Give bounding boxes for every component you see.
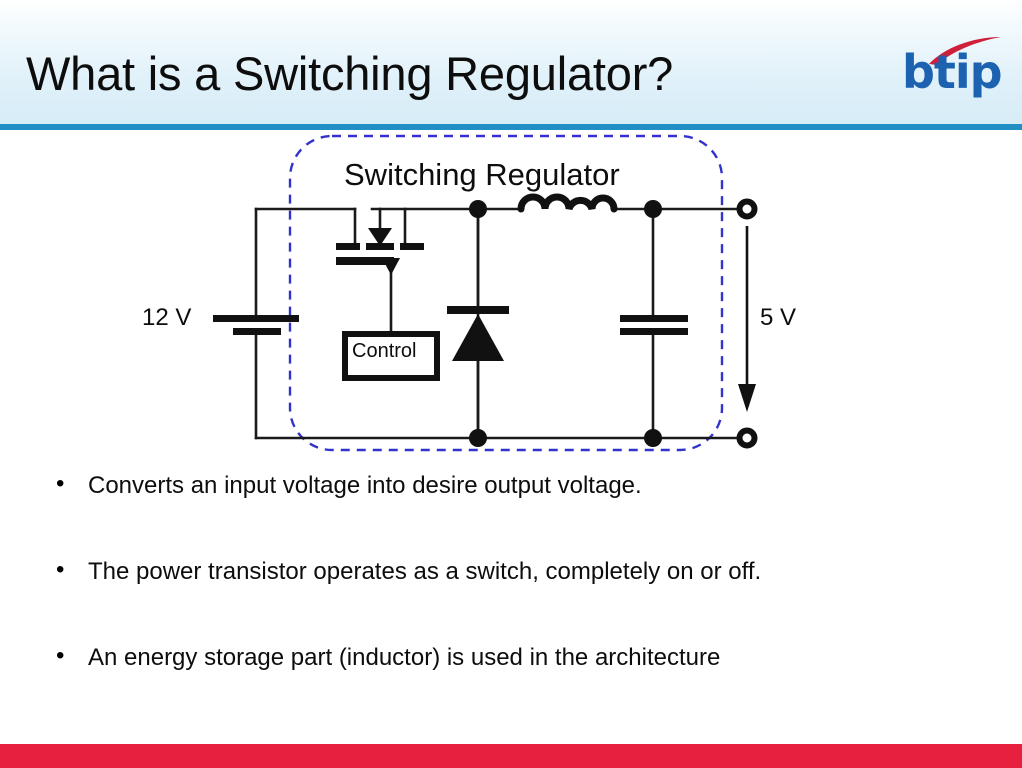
node-dot-switching-bottom [469, 429, 487, 447]
input-source-symbol [213, 315, 299, 335]
diode-triangle [452, 314, 504, 361]
diode-cathode-bar [447, 306, 509, 314]
node-dot-switching-top [469, 200, 487, 218]
bullet-marker-icon: • [56, 642, 65, 669]
control-block-symbol [342, 331, 440, 381]
regulator-boundary-dashed-box [288, 134, 724, 452]
circuit-schematic-svg [213, 134, 758, 452]
mosfet-gate-plate-center [366, 243, 394, 250]
list-item: • An energy storage part (inductor) is u… [56, 638, 976, 678]
diagram-caption: Switching Regulator [344, 157, 620, 192]
control-block-outline [342, 331, 440, 381]
header-divider-rule [0, 124, 1022, 130]
output-cap-plate-top [620, 315, 688, 322]
logo-swoosh-icon [929, 37, 1001, 65]
bullet-text: Converts an input voltage into desire ou… [88, 472, 642, 499]
switching-regulator-circuit-diagram: Switching Regulator 12 V 5 V Control [0, 130, 1022, 465]
inductor-symbol [517, 193, 618, 213]
power-mosfet-symbol [336, 228, 424, 275]
mosfet-channel-bar [336, 257, 394, 265]
mosfet-gate-plate-left [336, 243, 360, 250]
page-title: What is a Switching Regulator? [26, 47, 674, 100]
list-item: • The power transistor operates as a swi… [56, 552, 976, 592]
bullet-list: • Converts an input voltage into desire … [56, 466, 976, 724]
input-voltage-label: 12 V [142, 304, 192, 331]
output-voltage-label: 5 V [760, 304, 797, 331]
slide-header-band [0, 0, 1022, 124]
bullet-text: An energy storage part (inductor) is use… [88, 644, 721, 671]
control-block-label: Control [352, 340, 417, 362]
mosfet-bulk-arrow [368, 228, 392, 246]
btip-logo: btip [884, 37, 1003, 104]
output-terminal-top-icon [736, 198, 758, 220]
output-capacitor-symbol [620, 315, 688, 335]
mosfet-gate-plate-right [400, 243, 424, 250]
mosfet-gate-arrow [382, 258, 400, 275]
output-voltage-arrow-icon [738, 226, 756, 412]
output-cap-plate-bottom [620, 328, 688, 335]
footer-accent-bar [0, 744, 1022, 768]
output-terminal-bottom-icon [736, 427, 758, 449]
battery-negative-plate [233, 328, 281, 335]
list-item: • Converts an input voltage into desire … [56, 466, 976, 506]
freewheel-diode-symbol [447, 306, 509, 361]
bullet-marker-icon: • [56, 556, 65, 583]
bullet-text: The power transistor operates as a switc… [88, 558, 762, 585]
node-dot-output-bottom [644, 429, 662, 447]
bullet-marker-icon: • [56, 470, 65, 497]
battery-positive-plate [213, 315, 299, 322]
logo-wordmark: btip [902, 45, 1003, 99]
node-dot-output-top [644, 200, 662, 218]
